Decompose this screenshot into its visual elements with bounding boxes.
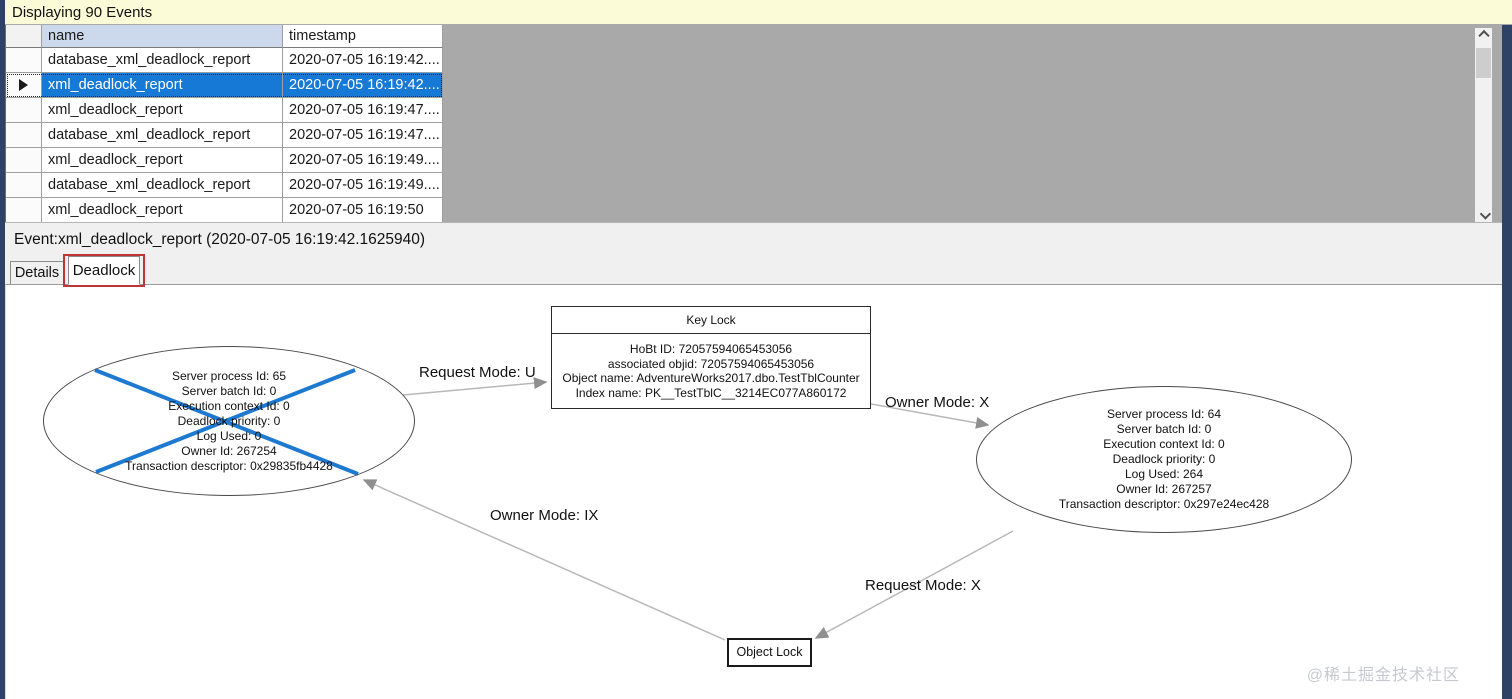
process-attr: Server batch Id: 0 <box>1116 422 1212 436</box>
event-name-cell[interactable]: xml_deadlock_report <box>42 148 283 173</box>
event-detail-tabs: Details Deadlock <box>5 254 1502 287</box>
watermark-text: @稀土掘金技术社区 <box>1306 667 1460 684</box>
edge-label-request-u: Request Mode: U <box>419 364 536 381</box>
vertical-scrollbar[interactable] <box>1475 28 1492 222</box>
window-right-edge <box>1502 25 1512 699</box>
table-row[interactable]: xml_deadlock_report 2020-07-05 16:19:49.… <box>6 148 443 173</box>
tab-details[interactable]: Details <box>10 261 64 284</box>
object-lock-title: Object Lock <box>736 645 803 659</box>
process-attr: Deadlock priority: 0 <box>177 413 281 428</box>
key-lock-attr: associated objid: 72057594065453056 <box>607 356 815 371</box>
scroll-down-button[interactable] <box>1475 205 1492 222</box>
process-node-victim[interactable]: Server process Id: 65 Server batch Id: 0… <box>43 346 415 496</box>
current-row-marker-icon <box>19 79 28 91</box>
row-selector-cell[interactable] <box>6 148 42 173</box>
row-selector-header-cell <box>6 25 42 48</box>
process-attr: Owner Id: 267254 <box>181 443 277 458</box>
event-name-cell[interactable]: xml_deadlock_report <box>42 198 283 222</box>
events-grid-area: name timestamp database_xml_deadlock_rep… <box>5 25 1502 222</box>
scroll-up-button[interactable] <box>1475 28 1492 45</box>
selected-event-header: Event:xml_deadlock_report (2020-07-05 16… <box>5 222 1502 256</box>
row-selector-cell[interactable] <box>6 123 42 148</box>
table-row[interactable]: xml_deadlock_report 2020-07-05 16:19:47.… <box>6 98 443 123</box>
deadlock-graph-pane: Server process Id: 65 Server batch Id: 0… <box>5 284 1502 699</box>
events-table: name timestamp database_xml_deadlock_rep… <box>5 25 443 222</box>
event-timestamp-cell[interactable]: 2020-07-05 16:19:42.... <box>283 48 443 73</box>
row-selector-cell[interactable] <box>6 48 42 73</box>
process-attr: Execution context Id: 0 <box>168 398 290 413</box>
edge-label-owner-ix: Owner Mode: IX <box>490 507 599 524</box>
event-name-cell[interactable]: xml_deadlock_report <box>42 73 283 98</box>
process-attr: Server process Id: 64 <box>1106 407 1222 421</box>
event-timestamp-cell[interactable]: 2020-07-05 16:19:42.... <box>283 73 443 98</box>
column-header-name[interactable]: name <box>42 25 283 48</box>
table-row[interactable]: database_xml_deadlock_report 2020-07-05 … <box>6 48 443 73</box>
process-attr: Server process Id: 65 <box>171 368 287 383</box>
edge-request-u <box>402 377 548 396</box>
object-lock-node[interactable]: Object Lock <box>727 638 812 667</box>
key-lock-attr: HoBt ID: 72057594065453056 <box>629 342 793 356</box>
edge-label-request-x: Request Mode: X <box>865 577 981 594</box>
event-name-cell[interactable]: database_xml_deadlock_report <box>42 123 283 148</box>
event-timestamp-cell[interactable]: 2020-07-05 16:19:50 <box>283 198 443 222</box>
event-timestamp-cell[interactable]: 2020-07-05 16:19:47.... <box>283 123 443 148</box>
process-node-survivor[interactable]: Server process Id: 64 Server batch Id: 0… <box>976 386 1352 533</box>
key-lock-attr: Index name: PK__TestTblC__3214EC077A8601… <box>575 385 847 400</box>
event-timestamp-cell[interactable]: 2020-07-05 16:19:47.... <box>283 98 443 123</box>
process-attr: Owner Id: 267257 <box>1116 482 1212 496</box>
chevron-down-icon <box>1479 207 1491 220</box>
event-name-cell[interactable]: xml_deadlock_report <box>42 98 283 123</box>
selected-event-title: Event:xml_deadlock_report (2020-07-05 16… <box>14 230 426 248</box>
window-left-edge <box>0 0 5 699</box>
process-attr: Transaction descriptor: 0x29835fb4428 <box>125 458 333 473</box>
key-lock-title: Key Lock <box>552 307 870 334</box>
events-count-bar: Displaying 90 Events <box>0 0 1512 25</box>
edge-request-x <box>814 530 1014 639</box>
table-row[interactable]: database_xml_deadlock_report 2020-07-05 … <box>6 123 443 148</box>
key-lock-node[interactable]: Key Lock HoBt ID: 72057594065453056 asso… <box>551 306 871 409</box>
key-lock-attr: Object name: AdventureWorks2017.dbo.Test… <box>562 371 860 385</box>
process-attr: Deadlock priority: 0 <box>1112 452 1216 466</box>
key-lock-details: HoBt ID: 72057594065453056 associated ob… <box>552 334 870 408</box>
table-row[interactable]: xml_deadlock_report 2020-07-05 16:19:50 <box>6 198 443 222</box>
scrollbar-thumb[interactable] <box>1476 48 1491 78</box>
event-timestamp-cell[interactable]: 2020-07-05 16:19:49.... <box>283 173 443 198</box>
event-name-cell[interactable]: database_xml_deadlock_report <box>42 173 283 198</box>
edge-label-owner-x: Owner Mode: X <box>885 394 990 411</box>
row-selector-cell[interactable] <box>6 173 42 198</box>
event-name-cell[interactable]: database_xml_deadlock_report <box>42 48 283 73</box>
tab-deadlock[interactable]: Deadlock <box>68 256 140 285</box>
process-attr: Log Used: 0 <box>196 428 262 443</box>
chevron-up-icon <box>1477 29 1490 41</box>
table-row[interactable]: database_xml_deadlock_report 2020-07-05 … <box>6 173 443 198</box>
edge-owner-ix <box>362 479 726 641</box>
event-timestamp-cell[interactable]: 2020-07-05 16:19:49.... <box>283 148 443 173</box>
table-row-selected[interactable]: xml_deadlock_report 2020-07-05 16:19:42.… <box>6 73 443 98</box>
edge-owner-x <box>870 403 990 429</box>
row-selector-cell[interactable] <box>6 98 42 123</box>
row-selector-cell[interactable] <box>6 198 42 222</box>
process-attr: Transaction descriptor: 0x297e24ec428 <box>1058 497 1270 511</box>
column-header-timestamp[interactable]: timestamp <box>283 25 443 48</box>
table-header-row: name timestamp <box>6 25 443 48</box>
events-count-text: Displaying 90 Events <box>12 3 153 21</box>
process-attr: Server batch Id: 0 <box>181 383 277 398</box>
process-attr: Execution context Id: 0 <box>1103 437 1225 451</box>
row-selector-cell[interactable] <box>6 73 42 98</box>
process-attr: Log Used: 264 <box>1124 467 1204 481</box>
